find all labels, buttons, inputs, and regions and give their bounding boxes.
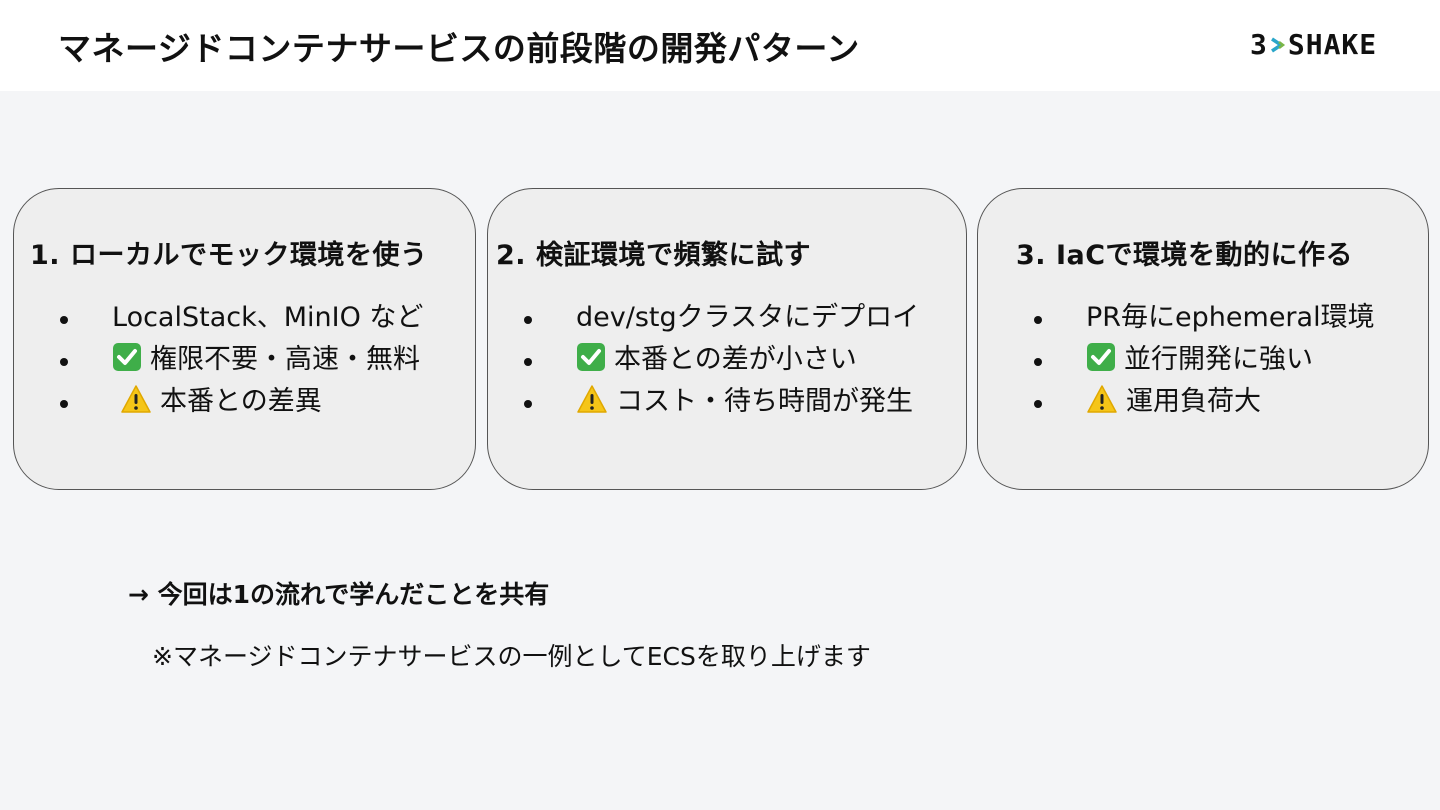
card-list: PR毎にephemeral環境 並行開発に強い 運用負荷大 <box>1028 297 1375 423</box>
slide-title: マネージドコンテナサービスの前段階の開発パターン <box>58 29 860 68</box>
warning-icon <box>1087 385 1117 413</box>
card-list: LocalStack、MinIO など 権限不要・高速・無料 本番との差異 <box>54 297 423 423</box>
list-item: コスト・待ち時間が発生 <box>518 381 919 423</box>
card-title: 1. ローカルでモック環境を使う <box>30 240 428 271</box>
list-item: 本番との差異 <box>54 381 423 423</box>
check-mark-icon <box>577 343 605 371</box>
warning-icon <box>577 385 607 413</box>
item-text: 本番との差が小さい <box>614 344 857 375</box>
list-item: dev/stgクラスタにデプロイ <box>518 297 919 339</box>
footnote-text: ※マネージドコンテナサービスの一例としてECSを取り上げます <box>152 642 871 671</box>
pattern-card-staging: 2. 検証環境で頻繁に試す dev/stgクラスタにデプロイ 本番との差が小さい… <box>487 188 967 490</box>
item-text: 権限不要・高速・無料 <box>150 344 420 375</box>
list-item: LocalStack、MinIO など <box>54 297 423 339</box>
logo-text-right: SHAKE <box>1287 28 1378 61</box>
card-title: 3. IaCで環境を動的に作る <box>1016 240 1354 271</box>
check-mark-icon <box>1087 343 1115 371</box>
card-title: 2. 検証環境で頻繁に試す <box>496 240 811 271</box>
slide-header: マネージドコンテナサービスの前段階の開発パターン 3 SHAKE <box>0 0 1440 91</box>
list-item: 運用負荷大 <box>1028 381 1375 423</box>
logo-text-left: 3 <box>1250 28 1268 61</box>
logo-chevron-icon <box>1270 37 1285 52</box>
warning-icon <box>121 385 151 413</box>
item-text: dev/stgクラスタにデプロイ <box>576 302 920 333</box>
list-item: 並行開発に強い <box>1028 339 1375 381</box>
company-logo: 3 SHAKE <box>1250 28 1377 61</box>
pattern-card-local: 1. ローカルでモック環境を使う LocalStack、MinIO など 権限不… <box>13 188 476 490</box>
item-text: コスト・待ち時間が発生 <box>616 386 913 417</box>
item-text: PR毎にephemeral環境 <box>1086 302 1375 333</box>
list-item: 本番との差が小さい <box>518 339 919 381</box>
card-list: dev/stgクラスタにデプロイ 本番との差が小さい コスト・待ち時間が発生 <box>518 297 919 423</box>
item-text: 本番との差異 <box>160 386 322 417</box>
pattern-card-iac: 3. IaCで環境を動的に作る PR毎にephemeral環境 並行開発に強い … <box>977 188 1429 490</box>
check-mark-icon <box>113 343 141 371</box>
list-item: PR毎にephemeral環境 <box>1028 297 1375 339</box>
item-text: 並行開発に強い <box>1124 344 1313 375</box>
item-text: LocalStack、MinIO など <box>112 302 424 333</box>
list-item: 権限不要・高速・無料 <box>54 339 423 381</box>
conclusion-text: → 今回は1の流れで学んだことを共有 <box>128 580 550 609</box>
item-text: 運用負荷大 <box>1126 386 1261 417</box>
